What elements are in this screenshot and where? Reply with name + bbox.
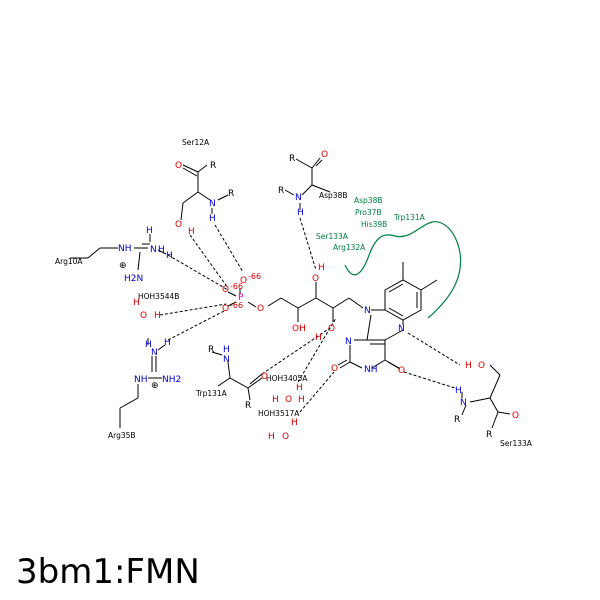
atom-h: H	[158, 245, 165, 255]
residue-label-ser133a: Ser133A	[500, 439, 533, 448]
atom-h: H	[291, 418, 298, 428]
atom-p: P	[238, 293, 244, 303]
atom-o: O	[240, 276, 247, 286]
charge-plus-icon: ⊕	[151, 381, 159, 391]
phosphate-group	[227, 288, 257, 308]
atom-r: R	[278, 186, 284, 196]
ligand-title: 3bm1:FMN	[16, 552, 200, 592]
atom-n: N	[295, 193, 302, 203]
ribityl-chain	[267, 282, 364, 322]
atom-r: R	[486, 430, 492, 440]
atom-h: H	[209, 214, 216, 224]
residue-label-trp131a: Trp131A	[195, 389, 228, 398]
atom-h: H	[272, 395, 279, 405]
residue-ser12a-structure	[180, 164, 229, 221]
atom-o: O	[261, 372, 268, 382]
residue-arg10a-structure	[70, 234, 167, 271]
atom-h: H	[465, 361, 472, 371]
atom-nh: NH	[118, 244, 132, 254]
hydrophobic-label-his39b: His39B	[361, 220, 387, 229]
atom-h: H	[223, 345, 230, 355]
isoalloxazine-ring	[337, 262, 438, 370]
hydrophobic-label-asp38b: Asp38B	[354, 196, 383, 205]
atom-h: H	[164, 338, 171, 348]
residue-label-ser12a: Ser12A	[182, 138, 210, 147]
residue-label-arg35b: Arg35B	[108, 431, 136, 440]
atom-r: R	[289, 154, 295, 164]
atom-n: N	[460, 398, 467, 408]
atom-h: H	[166, 251, 173, 261]
atom-n: N	[150, 245, 157, 255]
atom-nh2: NH2	[162, 375, 181, 385]
atom-h: H	[298, 395, 305, 405]
atom-o: O	[285, 395, 292, 405]
water-label-hoh3517a: HOH3517A	[258, 409, 300, 418]
residue-arg35b-structure	[119, 338, 166, 428]
atom-n: N	[345, 337, 352, 347]
atom-o: O	[257, 304, 264, 314]
water-label-hoh3544b: HOH3544B	[138, 292, 179, 301]
atom-r: R	[228, 189, 234, 199]
atom-h: H	[455, 386, 462, 396]
charge-label: -66	[248, 272, 261, 281]
atom-n: N	[223, 355, 230, 365]
atom-o: O	[140, 311, 147, 321]
charge-label: -66	[230, 282, 243, 291]
atom-h: H	[154, 311, 161, 321]
atom-r: R	[210, 161, 216, 171]
atom-n: N	[398, 324, 405, 334]
atom-h: H	[315, 333, 322, 343]
residue-trp131a-structure	[211, 351, 263, 401]
hydrophobic-label-arg132a: Arg132A	[333, 243, 366, 252]
atom-o: O	[222, 304, 229, 314]
hydrophobic-label-trp131a: Trp131A	[393, 213, 426, 222]
atom-o: O	[312, 274, 319, 284]
atom-h: H	[188, 227, 195, 237]
hydrogen-bonds	[159, 217, 461, 413]
charge-plus-icon: ⊕	[119, 261, 127, 271]
atom-h: H	[297, 208, 304, 218]
hydrophobic-label-ser133a: Ser133A	[316, 232, 349, 241]
atom-h: H	[146, 226, 153, 236]
atom-h: H	[145, 340, 152, 350]
residue-label-asp38b: Asp38B	[319, 191, 348, 200]
atom-o: O	[282, 432, 289, 442]
hydrophobic-label-pro37b: Pro37B	[355, 208, 382, 217]
atom-h: H	[133, 298, 140, 308]
atom-o: O	[331, 364, 338, 374]
hydrophobic-arc	[344, 221, 462, 319]
atom-r: R	[454, 415, 460, 425]
atom-o: O	[222, 285, 229, 295]
atom-o: O	[175, 161, 182, 171]
atom-h: H	[296, 383, 303, 393]
atom-n: N	[209, 199, 216, 209]
atom-oh: OH	[292, 324, 306, 334]
atom-nh: NH	[364, 365, 378, 375]
atom-r: R	[245, 401, 251, 411]
residue-label-arg10a: Arg10A	[55, 257, 83, 266]
residue-asp38b-structure	[284, 157, 331, 210]
atom-h2n: H2N	[124, 274, 143, 284]
residue-ser133a-structure	[461, 364, 511, 429]
atom-o: O	[512, 411, 519, 421]
atom-r: R	[208, 345, 214, 355]
atom-o: O	[478, 361, 485, 371]
atom-o: O	[175, 220, 182, 230]
atom-o: O	[398, 366, 405, 376]
atom-n: N	[364, 306, 371, 316]
atom-nh: NH	[134, 375, 148, 385]
charge-label: -66	[230, 301, 243, 310]
atom-h: H	[268, 432, 275, 442]
atom-o: O	[321, 150, 328, 160]
atom-o: O	[328, 324, 335, 334]
atom-h: H	[318, 263, 325, 273]
atom-n: N	[151, 348, 158, 358]
water-label-hoh3405a: HOH3405A	[266, 374, 308, 383]
